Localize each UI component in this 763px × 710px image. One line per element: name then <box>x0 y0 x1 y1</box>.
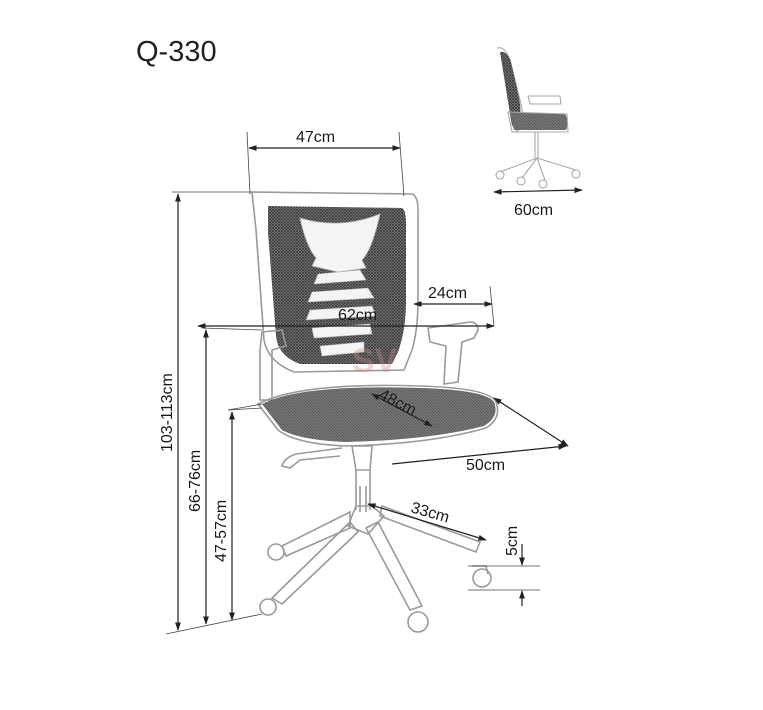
dimension-lines <box>165 131 583 635</box>
side-view-chair <box>495 47 581 189</box>
label-seat-width: 50cm <box>466 457 505 474</box>
label-arm-spread: 62cm <box>338 307 377 324</box>
label-side-depth: 60cm <box>514 202 553 219</box>
label-armrest-depth: 24cm <box>428 285 467 302</box>
label-total-height: 103-113cm <box>159 373 176 452</box>
dimension-labels: 47cm 60cm 24cm 62cm 48cm 50cm 33cm 5cm 1… <box>159 129 553 562</box>
label-caster-height: 5cm <box>504 526 521 556</box>
label-back-width: 47cm <box>296 129 335 146</box>
watermark-logo: SV <box>352 342 398 380</box>
label-armrest-height: 66-76cm <box>187 450 204 512</box>
product-title: Q-330 <box>136 36 217 68</box>
main-chair: SV <box>251 191 499 633</box>
svg-text:SV: SV <box>352 342 398 380</box>
label-seat-height: 47-57cm <box>213 500 230 562</box>
